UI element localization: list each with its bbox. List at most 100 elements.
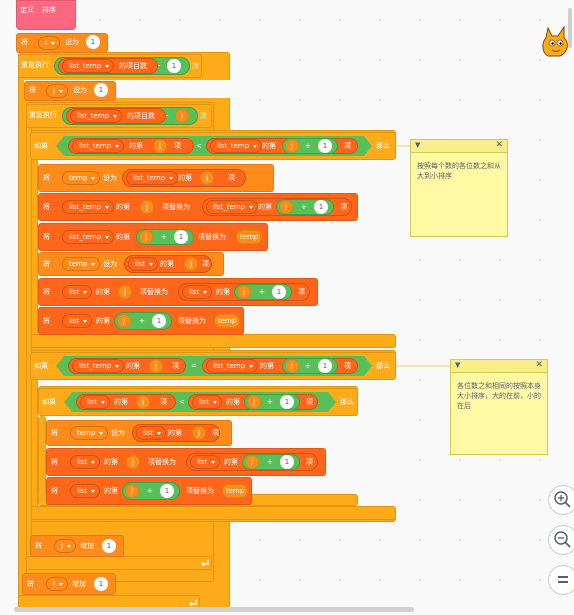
var-reporter-temp[interactable]: temp: [214, 314, 241, 328]
var-reporter-j[interactable]: j: [285, 359, 299, 373]
var-reporter-j[interactable]: j: [192, 426, 206, 440]
vertical-scrollbar[interactable]: [568, 8, 572, 48]
value-input[interactable]: 1: [167, 59, 181, 73]
var-reporter-j[interactable]: j: [200, 171, 214, 185]
var-dropdown-i[interactable]: i: [38, 36, 60, 50]
comment-note[interactable]: ▼ ✕ 各位数之和相同的按照本身大小排序，大的在前，小的在后: [450, 359, 548, 455]
value-input[interactable]: 1: [102, 539, 116, 553]
list-dropdown[interactable]: list: [182, 285, 213, 299]
value-input[interactable]: 1: [94, 83, 108, 97]
list-dropdown[interactable]: list_temp: [206, 359, 259, 373]
item-of-label: 的第: [216, 288, 230, 296]
var-dropdown-temp[interactable]: temp: [70, 426, 109, 440]
comment-header[interactable]: ▼ ✕: [451, 360, 547, 373]
list-dropdown[interactable]: list: [62, 285, 93, 299]
equals-label: =: [191, 362, 197, 370]
zoom-in-button[interactable]: [548, 485, 574, 515]
var-reporter-j[interactable]: j: [245, 455, 259, 469]
repeat-label: 重复执行: [29, 111, 57, 119]
set-label: 将: [51, 458, 58, 466]
less-than-label: <: [179, 398, 185, 406]
var-reporter-j[interactable]: j: [149, 359, 163, 373]
var-reporter-j[interactable]: j: [136, 395, 150, 409]
collapse-icon[interactable]: ▼: [415, 141, 421, 149]
var-reporter-j[interactable]: j: [117, 314, 131, 328]
list-dropdown[interactable]: list: [190, 455, 221, 469]
define-hat-block[interactable]: [16, 0, 76, 30]
comment-text[interactable]: 按照每个数的各位数之和从大到小排序: [417, 162, 501, 180]
list-dropdown[interactable]: list_temp: [72, 359, 125, 373]
value-input[interactable]: 1: [86, 35, 100, 49]
var-reporter-j[interactable]: j: [125, 484, 139, 498]
list-dropdown[interactable]: list: [62, 314, 93, 328]
var-dropdown-j[interactable]: j: [46, 84, 68, 98]
var-reporter-i[interactable]: i: [175, 109, 189, 123]
value-input[interactable]: 1: [280, 395, 294, 409]
var-reporter-j[interactable]: j: [279, 200, 293, 214]
item-of-label: 的第: [116, 233, 130, 241]
to-label: 设为: [103, 174, 117, 182]
repeat-label: 重复执行: [21, 61, 49, 69]
list-dropdown[interactable]: list_temp: [62, 200, 115, 214]
list-dropdown[interactable]: list: [70, 484, 101, 498]
var-reporter-j[interactable]: j: [139, 230, 153, 244]
var-dropdown-i[interactable]: i: [46, 577, 68, 591]
var-dropdown-j[interactable]: j: [54, 539, 76, 553]
value-input[interactable]: 1: [272, 285, 286, 299]
var-dropdown-temp[interactable]: temp: [62, 171, 101, 185]
list-dropdown[interactable]: list_temp: [62, 59, 115, 73]
change-label: 增加: [80, 542, 94, 550]
replace-with-label: 项替换为: [148, 458, 176, 466]
var-reporter-j[interactable]: j: [285, 139, 299, 153]
define-label: 定义: [20, 6, 34, 14]
var-reporter-j[interactable]: j: [153, 139, 167, 153]
var-reporter-j[interactable]: j: [140, 200, 154, 214]
value-input[interactable]: 1: [280, 455, 294, 469]
var-reporter-temp[interactable]: temp: [222, 484, 249, 498]
var-reporter-j[interactable]: j: [237, 285, 251, 299]
comment-note[interactable]: ▼ ✕ 按照每个数的各位数之和从大到小排序: [410, 139, 508, 237]
set-label: 将: [43, 174, 50, 182]
list-dropdown[interactable]: list_temp: [70, 109, 123, 123]
plus-label: +: [301, 203, 307, 211]
value-input[interactable]: 1: [174, 230, 188, 244]
close-icon[interactable]: ✕: [495, 140, 503, 150]
list-dropdown[interactable]: list: [192, 395, 223, 409]
var-dropdown-temp[interactable]: temp: [62, 257, 101, 271]
list-dropdown[interactable]: list_temp: [72, 139, 125, 153]
list-dropdown[interactable]: list_temp: [206, 200, 259, 214]
zoom-out-button[interactable]: [548, 525, 574, 555]
var-reporter-j[interactable]: j: [184, 257, 198, 271]
var-reporter-j[interactable]: j: [126, 455, 140, 469]
list-dropdown[interactable]: list: [70, 455, 101, 469]
change-i-block[interactable]: [22, 573, 116, 595]
value-input[interactable]: 1: [160, 484, 174, 498]
value-input[interactable]: 1: [94, 577, 108, 591]
comment-header[interactable]: ▼ ✕: [411, 140, 507, 153]
horizontal-scrollbar[interactable]: [14, 607, 414, 612]
collapse-icon[interactable]: ▼: [455, 361, 461, 369]
value-input[interactable]: 1: [152, 314, 166, 328]
replace-with-label: 项替换为: [140, 288, 168, 296]
close-icon[interactable]: ✕: [535, 360, 543, 370]
item-suffix-label: 项: [344, 142, 351, 150]
minus-label: -: [166, 112, 169, 120]
change-j-block[interactable]: [30, 535, 124, 557]
zoom-reset-button[interactable]: [548, 565, 574, 595]
value-input[interactable]: 1: [314, 200, 328, 214]
list-dropdown[interactable]: list_temp: [126, 171, 179, 185]
item-of-label: 的第: [258, 203, 272, 211]
plus-label: +: [147, 487, 153, 495]
list-dropdown[interactable]: list: [80, 395, 111, 409]
list-dropdown[interactable]: list: [136, 426, 167, 440]
value-input[interactable]: 1: [318, 139, 332, 153]
list-dropdown[interactable]: list_temp: [210, 139, 263, 153]
list-dropdown[interactable]: list_temp: [62, 230, 115, 244]
comment-text[interactable]: 各位数之和相同的按照本身大小排序，大的在前，小的在后: [457, 382, 541, 410]
var-reporter-temp[interactable]: temp: [236, 230, 263, 244]
value-input[interactable]: 1: [318, 359, 332, 373]
list-dropdown[interactable]: list: [128, 257, 159, 271]
var-reporter-j[interactable]: j: [118, 285, 132, 299]
minus-label: -: [158, 62, 161, 70]
var-reporter-j[interactable]: j: [247, 395, 261, 409]
